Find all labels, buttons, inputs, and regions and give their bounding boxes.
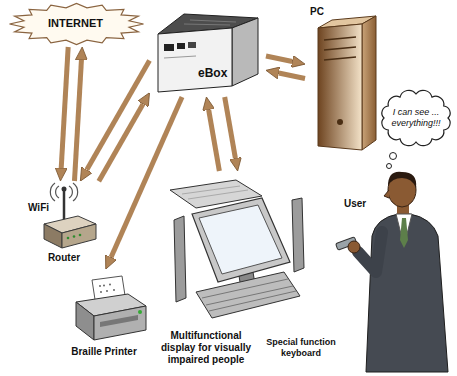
arrow-connector bbox=[111, 97, 182, 257]
braille-printer bbox=[100, 291, 102, 293]
arrow-connector bbox=[279, 73, 305, 78]
keyboard-node: Special function keyboard bbox=[262, 334, 342, 368]
braille-printer bbox=[109, 284, 111, 286]
braille-printer bbox=[76, 302, 94, 340]
router-device bbox=[44, 183, 96, 248]
cloud-outline bbox=[382, 90, 450, 145]
pc-tower bbox=[324, 47, 356, 50]
pc-tower bbox=[318, 16, 376, 150]
router-device bbox=[62, 224, 96, 248]
arrow-connector bbox=[99, 104, 143, 181]
braille-display-terminal bbox=[170, 180, 304, 318]
ebox-device bbox=[232, 18, 258, 86]
ebox-device bbox=[158, 28, 232, 92]
braille-printer bbox=[106, 290, 108, 292]
braille-display-terminal bbox=[174, 216, 186, 302]
device-label: PC bbox=[310, 6, 324, 18]
pc-tower bbox=[318, 24, 362, 150]
person-label: User bbox=[344, 198, 366, 210]
ebox-device bbox=[184, 24, 230, 25]
braille-printer bbox=[100, 315, 138, 327]
device-label: Multifunctional display for visually imp… bbox=[152, 330, 260, 366]
cloud-label: INTERNET bbox=[8, 17, 143, 30]
ebox-node: eBox bbox=[150, 6, 265, 96]
ebox-device bbox=[190, 20, 236, 22]
router-node: WiFiRouter bbox=[28, 182, 102, 266]
arrow-connector bbox=[61, 47, 68, 168]
printer-node: Braille Printer bbox=[60, 270, 150, 362]
router-device bbox=[44, 224, 62, 248]
braille-display-terminal bbox=[192, 198, 290, 282]
user-figure bbox=[390, 153, 397, 160]
ebox-device bbox=[164, 44, 174, 51]
ebox-device bbox=[158, 14, 258, 92]
ebox-device bbox=[164, 56, 196, 58]
ebox-device bbox=[177, 43, 185, 49]
pc-node: PC bbox=[306, 4, 378, 154]
router-device bbox=[69, 183, 78, 201]
braille-printer bbox=[76, 276, 146, 340]
pc-tower bbox=[324, 57, 356, 60]
braille-display-terminal bbox=[188, 190, 248, 199]
device-label: eBox bbox=[198, 66, 227, 80]
pc-tower bbox=[337, 119, 343, 125]
device-label: Special function keyboard bbox=[262, 337, 340, 359]
user-figure bbox=[358, 232, 382, 272]
display-node: Multifunctional display for visually imp… bbox=[152, 172, 340, 370]
braille-printer bbox=[103, 285, 105, 287]
pc-tower bbox=[362, 16, 376, 150]
internet-cloud: INTERNET bbox=[8, 2, 145, 46]
router-device bbox=[67, 237, 70, 240]
braille-printer bbox=[94, 306, 146, 340]
router-device bbox=[79, 234, 82, 237]
thought-text: I can see ... everything!!! bbox=[385, 107, 447, 129]
user-figure bbox=[348, 241, 360, 253]
device-label: Braille Printer bbox=[60, 346, 148, 358]
router-device bbox=[73, 235, 76, 238]
device-label: Router bbox=[28, 252, 100, 264]
braille-display-terminal bbox=[199, 205, 282, 274]
pc-tower bbox=[324, 37, 356, 40]
braille-display-terminal bbox=[202, 279, 288, 298]
arrow-connector bbox=[225, 97, 236, 158]
router-device bbox=[50, 183, 59, 201]
user-node: User bbox=[342, 150, 454, 372]
arrow-connector bbox=[266, 56, 292, 61]
router-device bbox=[63, 190, 66, 220]
braille-display-terminal bbox=[292, 198, 304, 272]
braille-display-terminal bbox=[209, 291, 296, 311]
arrow-connector bbox=[87, 61, 150, 170]
braille-printer bbox=[99, 285, 101, 287]
user-figure bbox=[400, 218, 408, 248]
user-figure bbox=[336, 153, 448, 373]
thought-bubble: I can see ... everything!!! bbox=[378, 88, 454, 148]
user-figure bbox=[384, 190, 389, 198]
braille-printer bbox=[113, 289, 115, 291]
ebox-device bbox=[188, 42, 196, 48]
user-figure bbox=[388, 172, 416, 188]
braille-display-terminal bbox=[196, 272, 300, 318]
user-figure bbox=[387, 164, 392, 169]
router-device bbox=[62, 187, 67, 192]
antenna-label: WiFi bbox=[28, 202, 49, 214]
braille-printer bbox=[138, 310, 142, 314]
arrow-connector bbox=[74, 60, 81, 181]
arrow-connector bbox=[209, 110, 220, 171]
